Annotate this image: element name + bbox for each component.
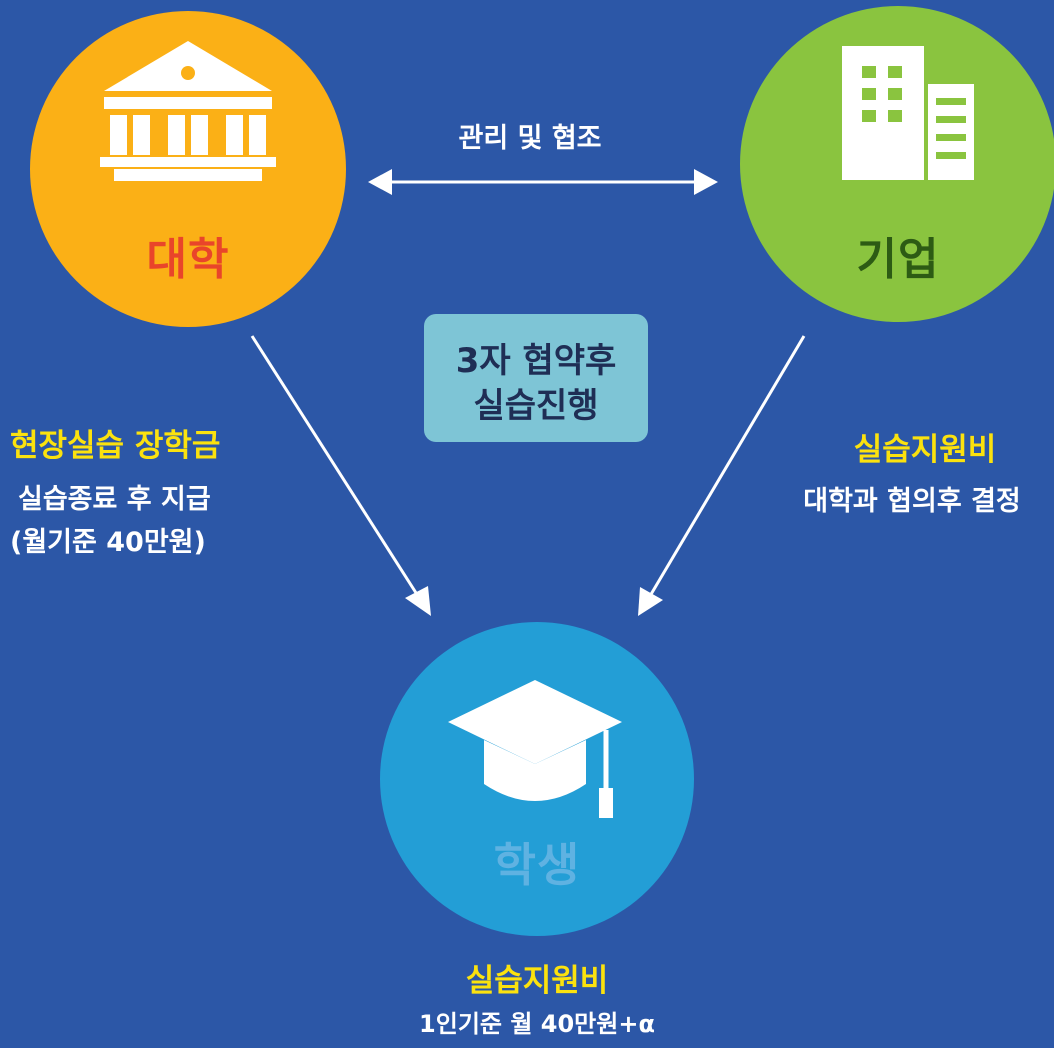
contract-line-2: 실습진행 bbox=[473, 386, 599, 426]
company-support-detail: 대학과 협의후 결정 bbox=[803, 486, 1021, 517]
office-building-icon bbox=[842, 46, 974, 180]
graduation-cap-icon bbox=[448, 680, 622, 818]
manage-cooperate-label: 관리 및 협조 bbox=[458, 123, 602, 154]
company-label: 기업 bbox=[856, 234, 940, 285]
manage-arrow bbox=[368, 169, 718, 195]
university-node: 대학 bbox=[30, 11, 346, 327]
company-support-title: 실습지원비 bbox=[853, 432, 997, 468]
contract-line-1: 3자 협약후 bbox=[455, 341, 617, 381]
scholarship-title: 현장실습 장학금 bbox=[10, 428, 221, 464]
university-building-icon bbox=[100, 41, 276, 181]
student-node: 학생 bbox=[380, 622, 694, 936]
scholarship-timing: 실습종료 후 지급 bbox=[18, 484, 211, 515]
company-to-student-arrow bbox=[638, 335, 806, 616]
student-support-title: 실습지원비 bbox=[465, 963, 609, 999]
contract-box: 3자 협약후 실습진행 bbox=[424, 314, 648, 442]
university-label: 대학 bbox=[146, 234, 230, 285]
student-label: 학생 bbox=[493, 838, 581, 892]
company-node: 기업 bbox=[740, 6, 1054, 322]
univ-to-student-arrow bbox=[250, 335, 431, 616]
scholarship-amount: (월기준 40만원) bbox=[10, 527, 206, 558]
student-support-amount: 1인기준 월 40만원+α bbox=[419, 1010, 655, 1038]
